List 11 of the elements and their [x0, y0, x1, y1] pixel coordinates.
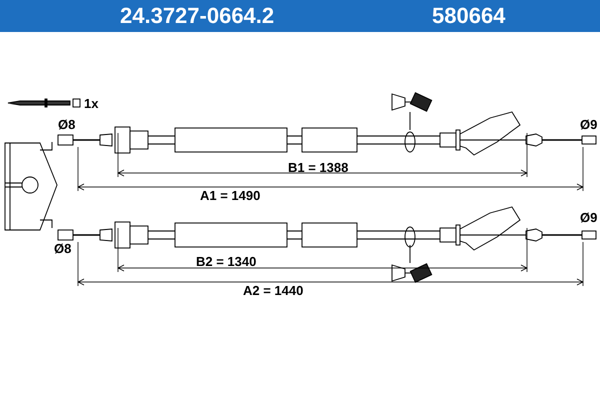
diameter-label: Ø8	[58, 118, 76, 131]
dimension-label: B2 = 1340	[196, 255, 256, 268]
dimension-label: A2 = 1440	[243, 284, 304, 297]
diameter-label: Ø9	[580, 118, 598, 131]
dimension-label: A1 = 1490	[200, 189, 260, 202]
part-number: 580664	[432, 5, 506, 27]
diameter-label: Ø8	[54, 242, 72, 255]
part-number: 24.3727-0664.2	[120, 5, 274, 27]
quantity-label: 1x	[84, 97, 98, 110]
dimension-label: B1 = 1388	[288, 161, 348, 174]
diameter-label: Ø9	[580, 211, 598, 224]
